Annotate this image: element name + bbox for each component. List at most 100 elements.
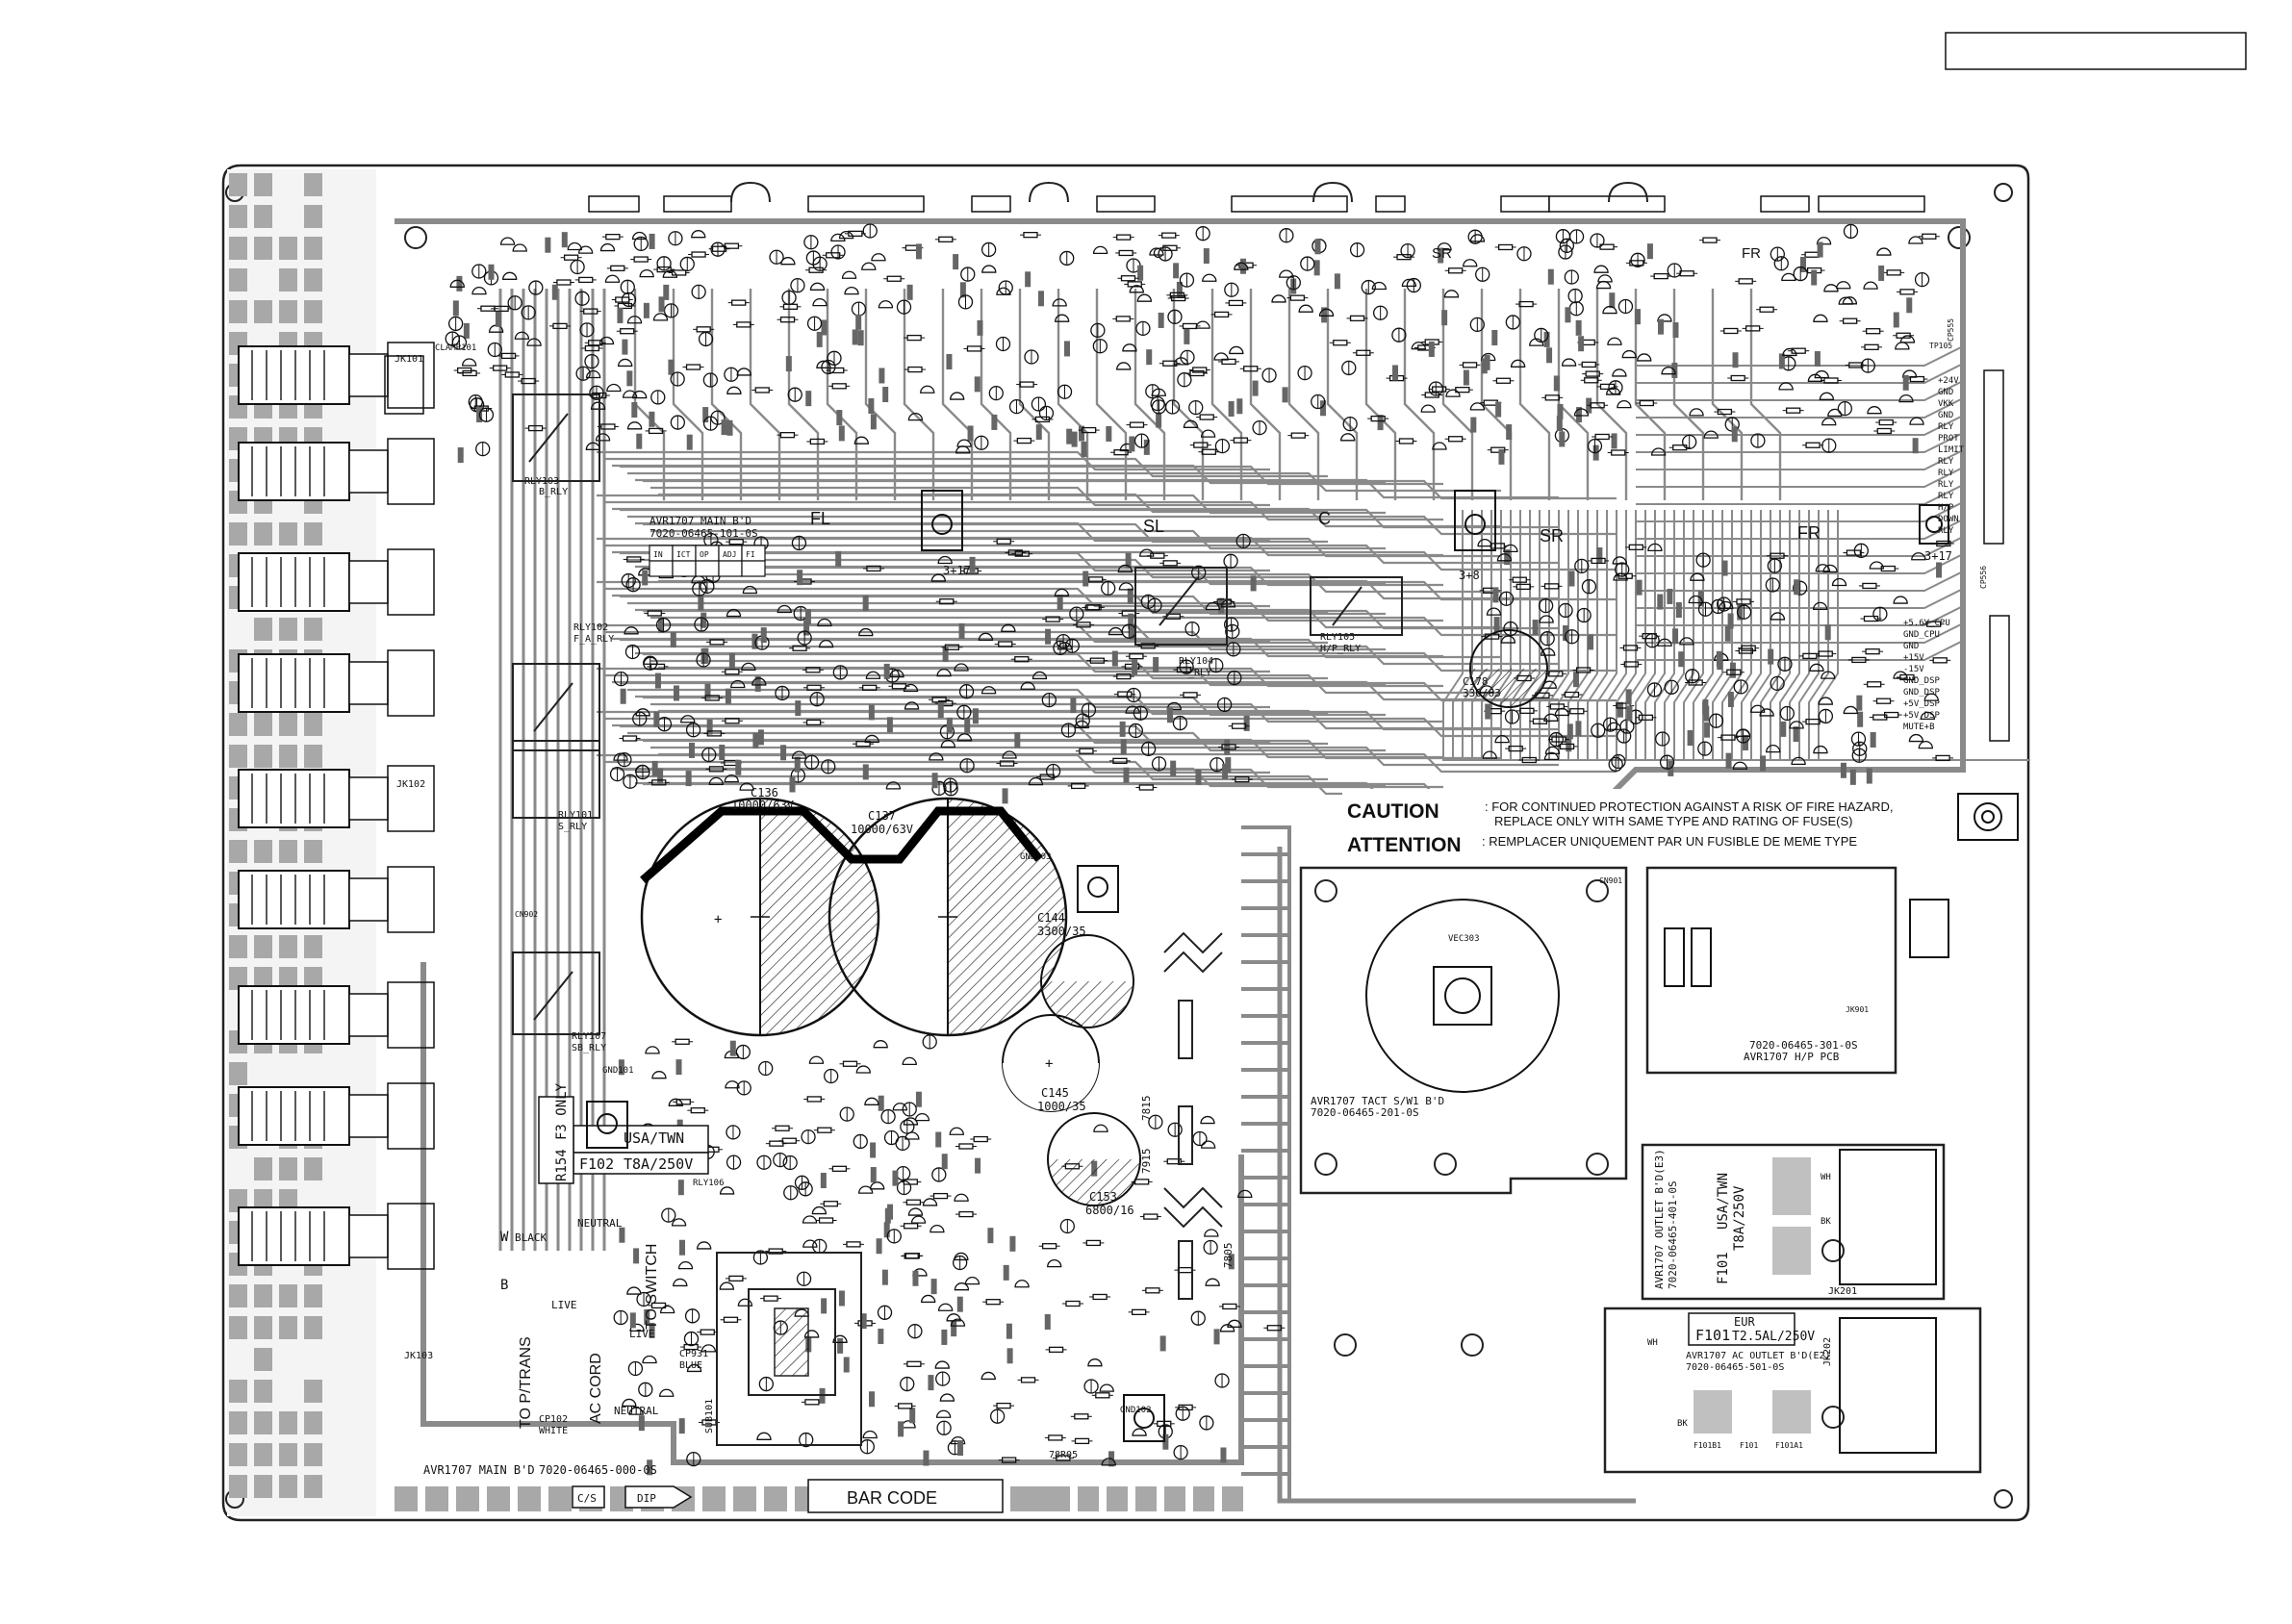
cp555-pin-11: H/P: [1938, 503, 1954, 513]
cp556-pin-8: +5V_DSP: [1903, 711, 1941, 721]
cp556-pin-5: GND_DSP: [1903, 676, 1941, 686]
c136-label: C136: [751, 786, 778, 799]
svg-text:+: +: [1045, 1056, 1053, 1072]
bottom-board-part: 7020-06465-000-0S: [539, 1463, 657, 1477]
cp556-pin-3: +15V: [1903, 653, 1924, 663]
cp556-pin-7: +5V_DSP: [1903, 699, 1941, 709]
outlet-e3-fuse: F101: [1716, 1252, 1731, 1284]
capacitor-c144: [1040, 934, 1134, 1028]
mark-3-17b: 3+17: [1924, 549, 1952, 563]
channel-fl: FL: [810, 509, 830, 528]
c137-label: C137: [868, 809, 896, 823]
filter-capacitor-c136: +: [640, 797, 880, 1037]
page-header-box: [1945, 32, 2247, 70]
speaker-terminals: [238, 342, 435, 1270]
ic-7805: 7805: [1222, 1243, 1235, 1269]
to-switch-label: TO SWITCH: [644, 1244, 660, 1330]
fuse-relay: RLY106: [693, 1179, 725, 1188]
capacitor-c153: [1047, 1112, 1141, 1206]
outlet-e2-wh: WH: [1647, 1338, 1658, 1348]
cp555-pin-6: LIMIT: [1938, 445, 1965, 455]
dip-tag: DIP: [637, 1492, 656, 1505]
relay-footprints: [512, 393, 1403, 1035]
hp-board-part: 7020-06465-301-0S: [1749, 1039, 1858, 1052]
regulator-heatsink-fins: [1163, 931, 1223, 1300]
cp931-label: CP931: [679, 1349, 708, 1359]
cp556-pin-0: +5.6V_CPU: [1903, 619, 1950, 628]
caution-line1: : FOR CONTINUED PROTECTION AGAINST A RIS…: [1485, 799, 1893, 814]
c145-value: 1000/35: [1037, 1100, 1086, 1113]
outlet-e3-title: AVR1707 OUTLET B'D(E3): [1653, 1149, 1666, 1289]
outlet-e2-bk: BK: [1677, 1419, 1688, 1429]
cp102-label: CP102: [539, 1414, 568, 1425]
tact-board-title: AVR1707 TACT S/W1 B'D: [1311, 1095, 1444, 1107]
rly102-label: RLY102: [573, 622, 608, 633]
cp556-connector: +5.6V_CPUGND_CPUGND+15V-15VGND_DSPGND_DS…: [1903, 615, 2010, 742]
rly101-label: RLY101: [558, 810, 593, 821]
attention-line1: : REMPLACER UNIQUEMENT PAR UN FUSIBLE DE…: [1482, 834, 1857, 849]
c137-value: 10000/63V: [851, 823, 913, 836]
outlet-e2-rating: T2.5AL/250V: [1732, 1330, 1815, 1344]
cp555-label: CP555: [1947, 318, 1955, 342]
capacitor-c178: [1469, 629, 1548, 708]
black-label: BLACK: [515, 1231, 547, 1244]
fa-rly-label: F_A_RLY: [573, 634, 614, 645]
cp555-pin-10: RLY: [1938, 492, 1954, 501]
blue-label: BLUE: [679, 1360, 702, 1371]
outlet-e3-rating: T8A/250V: [1732, 1185, 1747, 1251]
cs-tag: C/S: [577, 1492, 597, 1505]
tact-ic-label: VEC303: [1448, 934, 1480, 944]
outlet-board-e3: AVR1707 OUTLET B'D(E3) 7020-06465-401-0S…: [1641, 1143, 1946, 1301]
cp556-pin-6: GND_DSP: [1903, 688, 1941, 698]
cs-tag-box: [572, 1485, 605, 1509]
mounting-holes: [225, 183, 2013, 1509]
outlet-e2-f101a1: F101A1: [1775, 1441, 1803, 1450]
live-label: LIVE: [551, 1299, 577, 1311]
top-notches: [730, 181, 1648, 203]
outlet-e3-wh: WH: [1821, 1173, 1831, 1182]
standby-transformer: [716, 1252, 862, 1446]
ac-cord-label: AC CORD: [588, 1353, 604, 1424]
check-col-4: FI: [746, 550, 755, 559]
cp556-pin-4: -15V: [1903, 665, 1924, 674]
bar-code-box: [807, 1479, 1004, 1513]
to-ptrans-label: TO P/TRANS: [518, 1336, 534, 1429]
ic-78r05: 78R05: [1049, 1450, 1078, 1460]
main-board-part: 7020-06465-101-0S: [649, 527, 758, 540]
channel-fr-small: FR: [1742, 245, 1761, 262]
channel-c-small: C: [1153, 245, 1163, 262]
copper-traces: [395, 218, 2030, 1504]
mark-3-8: 3+8: [1459, 569, 1480, 582]
bar-code-label: BAR CODE: [847, 1488, 937, 1508]
headphone-board: 7020-06465-301-0S AVR1707 H/P PCB JK901: [1645, 866, 1949, 1075]
svg-text:+: +: [714, 912, 722, 927]
b-label: B: [500, 1278, 508, 1293]
gnd102-label: GND102: [1120, 1406, 1152, 1415]
outlet-e2-title: AVR1707 AC OUTLET B'D(E2): [1686, 1351, 1831, 1361]
tp105-label: TP105: [1929, 342, 1952, 350]
tact-board-part: 7020-06465-201-0S: [1311, 1106, 1419, 1119]
neutral2-label: NEUTRAL: [614, 1405, 659, 1417]
rly105-label: RLY105: [1320, 632, 1355, 643]
gnd103-label: GND103: [1020, 852, 1052, 862]
check-col-3: ADJ: [723, 550, 736, 559]
fuse-region: USA/TWN: [624, 1129, 684, 1147]
gnd101-label: GND101: [602, 1066, 634, 1076]
c144-value: 3300/35: [1037, 925, 1086, 938]
hp-board-title: AVR1707 H/P PCB: [1744, 1051, 1840, 1063]
outlet-e3-jack: JK201: [1828, 1286, 1857, 1297]
outlet-e3-region: USA/TWN: [1716, 1173, 1731, 1230]
tact-switch-board: VEC303 AVR1707 TACT S/W1 B'D 7020-06465-…: [1299, 866, 1628, 1195]
cp555-pin-2: VKK: [1938, 399, 1954, 409]
hp-rly-label: H/P_RLY: [1320, 644, 1361, 654]
cp555-pin-3: GND: [1938, 411, 1953, 420]
cp556-pin-1: GND_CPU: [1903, 630, 1940, 640]
fuse-id: F102: [579, 1155, 614, 1173]
cp555-pin-9: RLY: [1938, 480, 1954, 490]
thick-bus-line: [640, 806, 1043, 884]
cp555-pin-8: RLY: [1938, 469, 1954, 478]
outlet-e2-region: EUR: [1734, 1315, 1755, 1329]
mark-3-17: 3+17: [943, 564, 971, 577]
cp556-label: CP556: [1979, 566, 1988, 589]
fuse-r154: R154: [554, 1149, 570, 1181]
